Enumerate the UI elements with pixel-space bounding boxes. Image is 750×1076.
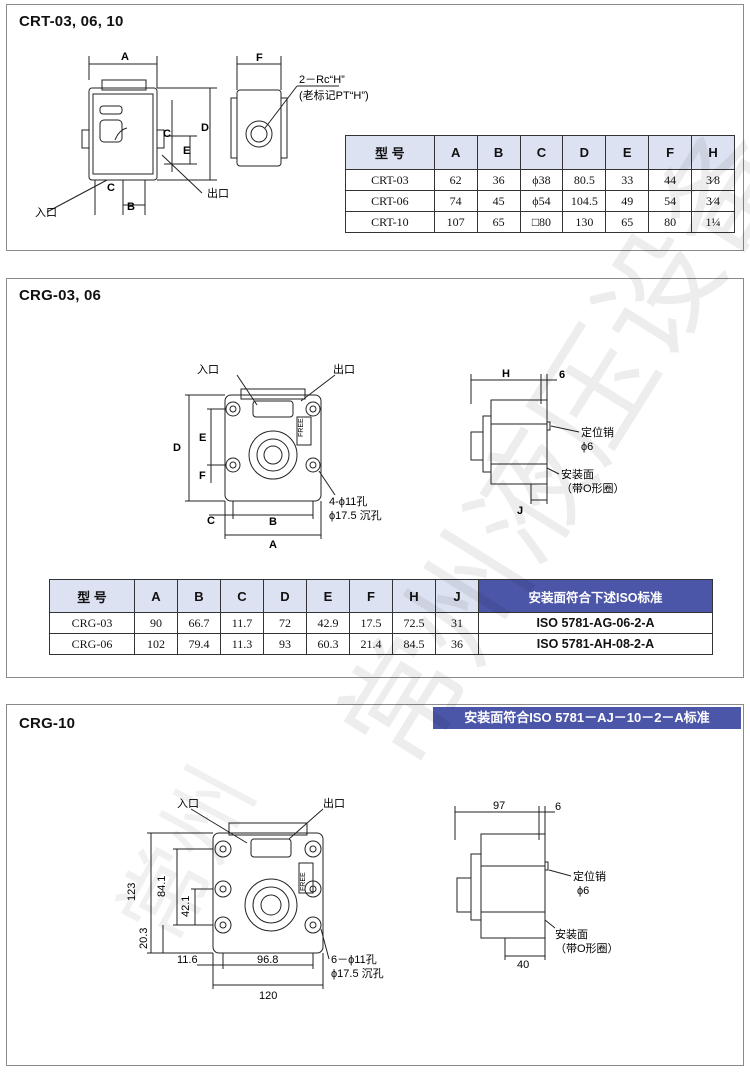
crg10-panel: CRG-10 安装面符合ISO 5781－AJ－10－2－A标准 [6, 704, 744, 1066]
crg0306-dim-b: B [269, 516, 277, 528]
crg10-dim-11: 11.6 [177, 954, 198, 966]
crg0306-side-dim-j: J [517, 505, 523, 517]
crg0306-side-dim-6: 6 [559, 369, 565, 381]
crt-th-b: B [476, 135, 521, 170]
crt-title: CRT-03, 06, 10 [19, 13, 124, 30]
crg10-dim-96: 96.8 [257, 954, 278, 966]
crg10-pin-dia: ϕ6 [577, 885, 589, 897]
crt-side-dim-f: F [256, 52, 263, 64]
crg0306-panel: CRG-03, 06 入口 [6, 278, 744, 678]
crg0306-title: CRG-03, 06 [19, 287, 102, 304]
crg10-oring-label: （带O形圈） [555, 942, 619, 955]
crg10-mount-label: 安装面 [555, 927, 588, 941]
crt-th-h: H [691, 135, 735, 170]
crg10-holes-label: 6－ϕ11孔 [331, 953, 377, 966]
crg0306-th-model: 型 号 [49, 579, 135, 613]
crg10-side-dim-6: 6 [555, 801, 561, 813]
crg10-dim-120: 120 [259, 990, 277, 1002]
crg0306-dim-a: A [269, 539, 277, 551]
crt-th-c: C [519, 135, 564, 170]
crt-panel: CRT-03, 06, 10 [6, 4, 744, 251]
crg10-title: CRG-10 [19, 715, 76, 732]
crt-dim-e: E [183, 145, 190, 157]
crg10-outlet-label: 出口 [323, 796, 345, 810]
crg0306-pin-dia: ϕ6 [581, 441, 593, 453]
crt-th-f: F [648, 135, 693, 170]
crg10-side-dim-97: 97 [493, 800, 505, 812]
crg0306-oring-label: （带O形圈） [561, 482, 625, 495]
crg0306-mount-label: 安装面 [561, 467, 594, 481]
crg10-front-drawing: 入口 出口 123 84.1 42.1 20.3 11.6 96.8 120 6… [126, 796, 384, 1002]
crg10-inlet-label: 入口 [177, 798, 199, 810]
crg10-side-drawing: 97 6 定位销 ϕ6 40 安装面 （带O形圈） [454, 800, 619, 971]
crt-port-label: 2－Rc“H” [299, 74, 345, 86]
crg0306-inlet-label: 入口 [197, 364, 219, 376]
crg0306-dim-e: E [199, 432, 206, 444]
crg0306-pin-label: 定位销 [581, 425, 614, 439]
crg0306-dim-c: C [207, 515, 215, 527]
crt-side-drawing: F 2－Rc“H” (老标记PT“H”) [230, 52, 369, 167]
crt-th-a: A [433, 135, 478, 170]
crg0306-front-drawing: 入口 出口 D E F C B A 4-ϕ11孔 ϕ17.5 沉孔 FREE [173, 362, 382, 551]
crg10-pin-label: 定位销 [573, 869, 606, 883]
crg0306-outlet-label: 出口 [333, 362, 355, 376]
crt-dim-a: A [121, 51, 129, 63]
crt-inlet-label: 入口 [35, 207, 57, 219]
crg10-side-dim-40: 40 [517, 959, 529, 971]
crt-table-header: 型 号 A B C D E F H [345, 135, 735, 170]
crt-front-drawing: A D E C C B 入口 出口 [35, 51, 229, 219]
crt-dim-c2: C [107, 182, 115, 194]
crg0306-holes-label: 4-ϕ11孔 [329, 495, 367, 508]
crt-th-e: E [605, 135, 650, 170]
crt-th-model: 型 号 [345, 135, 435, 170]
crt-outlet-label: 出口 [207, 186, 229, 200]
crg0306-dim-d: D [173, 442, 181, 454]
crg0306-side-drawing: H 6 J 定位销 ϕ6 安装面 （带O形圈） [470, 368, 625, 517]
crg10-dim-42: 42.1 [180, 896, 192, 917]
crt-dim-d: D [201, 122, 209, 134]
crt-dim-b: B [127, 201, 135, 213]
crt-dim-c: C [163, 128, 171, 140]
crg10-iso-banner: 安装面符合ISO 5781－AJ－10－2－A标准 [433, 707, 741, 729]
crg0306-free-mark: FREE [298, 418, 305, 437]
crg10-dim-123: 123 [126, 883, 138, 901]
crt-port-old-label: (老标记PT“H”) [299, 88, 369, 102]
crg10-dim-84: 84.1 [156, 876, 168, 897]
crg10-counterbore-label: ϕ17.5 沉孔 [331, 967, 384, 980]
crg0306-th-iso: 安装面符合下述ISO标准 [478, 579, 713, 613]
crg0306-table-header: 型 号 A B C D E F H J 安装面符合下述ISO标准 [49, 579, 713, 613]
crg10-dim-20: 20.3 [138, 928, 150, 949]
crt-th-d: D [562, 135, 607, 170]
crg10-free-mark: FREE [300, 872, 307, 891]
crg0306-side-dim-h: H [502, 368, 510, 380]
crg0306-dim-f: F [199, 470, 206, 482]
crg0306-counterbore-label: ϕ17.5 沉孔 [329, 509, 382, 522]
